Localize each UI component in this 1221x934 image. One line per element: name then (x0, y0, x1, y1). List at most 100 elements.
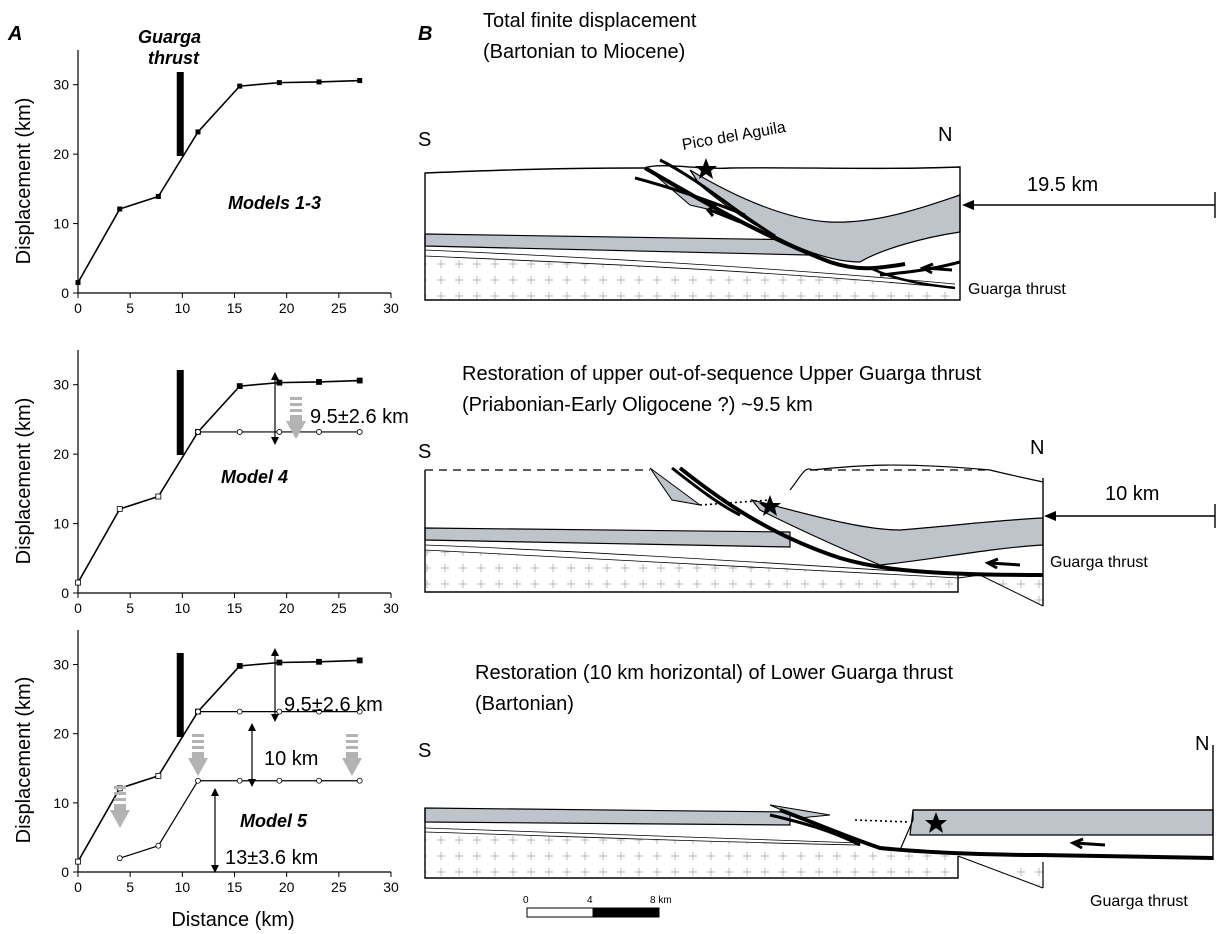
y-tick-label: 20 (53, 726, 69, 742)
data-point (155, 193, 161, 199)
data-point (356, 377, 363, 384)
model-title-5: Model 5 (240, 811, 308, 831)
y-tick-label: 0 (61, 864, 69, 880)
model5-offset-label-10: 10 km (264, 748, 318, 770)
data-point (316, 79, 322, 85)
data-point (316, 777, 322, 784)
x-tick-label: 5 (126, 600, 134, 616)
model5-offset-label-95: 9.5±2.6 km (284, 694, 383, 716)
model4-offset-label: 9.5±2.6 km (310, 406, 409, 428)
x-tick-label: 10 (175, 879, 191, 895)
y-axis-label-1: Displacement (km) (13, 98, 35, 265)
scale-label-4: 4 (587, 895, 593, 906)
data-point (276, 708, 283, 715)
section3-title-line2: (Bartonian) (475, 693, 574, 715)
data-point (356, 657, 363, 664)
section1-guarga-label: Guarga thrust (968, 281, 1066, 298)
section2-south: S (418, 441, 431, 463)
scale-bar: 0 4 8 km (523, 895, 672, 918)
grey-down-arrow-icon (188, 734, 208, 776)
x-tick-label: 25 (331, 879, 347, 895)
x-tick-label: 15 (227, 879, 243, 895)
x-tick-label: 0 (74, 300, 82, 316)
x-tick-label: 20 (279, 879, 295, 895)
x-tick-label: 30 (383, 879, 399, 895)
x-tick-label: 10 (175, 300, 191, 316)
data-point (316, 708, 322, 715)
data-point (236, 777, 243, 784)
x-tick-label: 25 (331, 600, 347, 616)
data-point (276, 659, 283, 666)
x-tick-label: 20 (279, 600, 295, 616)
y-tick-label: 0 (61, 585, 69, 601)
data-point (195, 777, 201, 784)
section2-guarga-label: Guarga thrust (1050, 554, 1148, 571)
data-point (357, 78, 363, 84)
section3-guarga-label: Guarga thrust (1090, 893, 1188, 910)
cross-section-3: Restoration (10 km horizontal) of Lower … (418, 662, 1214, 910)
data-point (236, 708, 243, 715)
data-point (316, 379, 322, 385)
series-line (77, 659, 360, 863)
panel-a-letter: A (7, 23, 22, 45)
data-point (117, 206, 123, 212)
data-point (75, 280, 81, 286)
data-point (316, 658, 322, 665)
guarga-thrust-label-line1: Guarga (138, 27, 201, 47)
x-tick-label: 30 (383, 600, 399, 616)
data-point (276, 379, 283, 386)
data-point (155, 772, 162, 779)
x-tick-label: 5 (126, 879, 134, 895)
data-point (155, 493, 162, 500)
data-point (236, 383, 243, 390)
y-tick-label: 0 (61, 285, 69, 301)
section3-south: S (418, 740, 431, 762)
section1-title-line1: Total finite displacement (483, 10, 697, 32)
section2-north: N (1030, 437, 1044, 459)
section2-displacement: 10 km (1105, 483, 1159, 505)
model-title-1-3: Models 1-3 (228, 193, 321, 213)
grey-down-arrow-icon (286, 397, 306, 439)
data-point (195, 129, 201, 135)
x-tick-label: 15 (227, 300, 243, 316)
section1-displacement: 19.5 km (1027, 174, 1098, 196)
data-point (237, 83, 243, 89)
y-tick-label: 20 (53, 146, 69, 162)
data-point (276, 80, 282, 86)
x-tick-label: 10 (175, 600, 191, 616)
model5-offset-label-13: 13±3.6 km (225, 847, 318, 869)
x-tick-label: 20 (279, 300, 295, 316)
cross-section-1: Total finite displacement (Bartonian to … (418, 10, 1216, 301)
model5-offset-annotations: 9.5±2.6 km 10 km 13±3.6 km (110, 648, 383, 873)
section1-north: N (938, 124, 952, 146)
grey-down-arrow-icon (342, 734, 362, 776)
model4-offset-annotation: 9.5±2.6 km (271, 372, 409, 445)
section1-south: S (418, 129, 431, 151)
scale-label-0: 0 (523, 895, 529, 906)
x-tick-label: 0 (74, 600, 82, 616)
panel-b-letter: B (418, 23, 432, 45)
data-point (236, 663, 243, 669)
data-point (316, 429, 322, 435)
y-tick-label: 30 (53, 657, 69, 673)
star-icon (695, 158, 717, 179)
x-tick-label: 30 (383, 300, 399, 316)
data-point (75, 858, 81, 865)
y-tick-label: 20 (53, 446, 69, 462)
data-point (75, 579, 81, 586)
data-point (116, 855, 123, 862)
model-title-4: Model 4 (221, 467, 288, 487)
data-point (155, 842, 162, 849)
star-icon (759, 495, 781, 516)
y-tick-label: 10 (53, 795, 69, 811)
data-point (356, 429, 363, 435)
series-line (77, 379, 360, 583)
data-point (116, 506, 123, 512)
data-point (276, 777, 283, 784)
x-tick-label: 15 (227, 600, 243, 616)
grey-down-arrow-icon (110, 786, 130, 828)
data-point (236, 429, 243, 435)
x-tick-label: 25 (331, 300, 347, 316)
